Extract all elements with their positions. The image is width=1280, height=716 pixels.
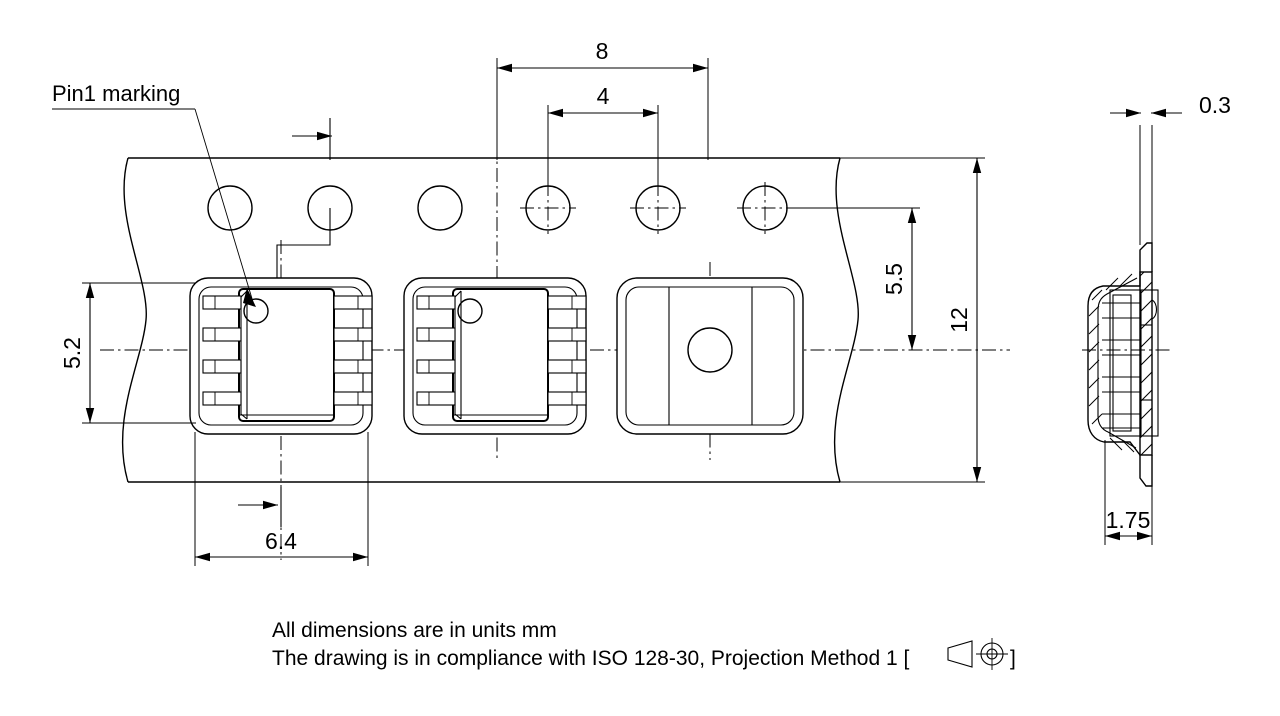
pocket-inner-wall (1097, 277, 1138, 449)
dimension-depth-1p75: 1.75 (1104, 440, 1153, 545)
tape-left-break-line (121, 157, 147, 483)
drawing-notes: All dimensions are in units mm The drawi… (272, 619, 1016, 670)
component-pocket-2 (403, 277, 587, 435)
dim-label-5p2: 5.2 (59, 337, 85, 369)
dim-label-0p3: 0.3 (1199, 92, 1231, 118)
dim-label-8: 8 (596, 38, 609, 64)
dimension-pitch-8: 8 (496, 38, 709, 160)
ic-leads-right-1 (333, 295, 373, 406)
pocket-wall-hatching (1088, 273, 1135, 453)
component-lead-rows (1102, 302, 1140, 429)
tape-section-view (1082, 242, 1170, 487)
ic-body-1 (238, 288, 335, 422)
feed-direction-markers (238, 118, 332, 527)
lead (547, 295, 587, 310)
note-iso-suffix: ] (1010, 647, 1016, 670)
pin1-orientation-leader (276, 208, 331, 300)
ic-body-bevel-1 (240, 290, 248, 420)
component-section (1102, 289, 1159, 437)
ic-leads-left-1 (202, 295, 242, 406)
sprocket-hole (417, 185, 463, 231)
pin1-dimple-2 (457, 298, 483, 324)
pin1-leader-line (194, 108, 254, 303)
note-units: All dimensions are in units mm (272, 619, 557, 642)
sprocket-hole-centermarks (520, 182, 830, 234)
component-notch (1151, 299, 1158, 320)
pin1-marking-label: Pin1 marking (52, 81, 180, 106)
lead (416, 295, 456, 310)
carrier-tape-top-view (100, 70, 1010, 560)
ic-leads-right-2 (547, 295, 587, 406)
projection-method-symbol (947, 638, 1008, 670)
ic-leads-left-2 (416, 295, 456, 406)
pocket-inner-outline (198, 286, 364, 426)
tape-right-break-line (833, 157, 859, 483)
dimension-pitch-4: 4 (547, 83, 659, 192)
upper-flange-profile (1139, 242, 1153, 272)
dimension-tape-width-12: 12 (946, 158, 982, 482)
pin1-dimple-1 (243, 298, 269, 324)
pocket-outer-wall (1087, 272, 1141, 456)
dimension-pocket-width-6p4: 6.4 (194, 432, 369, 566)
dim-label-5p5: 5.5 (881, 263, 907, 295)
note-iso-prefix: The drawing is in compliance with ISO 12… (272, 647, 909, 670)
lead (333, 327, 373, 342)
cover-tape-wall (1139, 271, 1153, 456)
pin1-marking-callout: Pin1 marking (52, 81, 256, 307)
pocket-inner-outline (412, 286, 578, 426)
lead (547, 327, 587, 342)
lead (333, 359, 373, 374)
component-pocket-3-empty (616, 277, 804, 435)
lead (202, 327, 242, 342)
component-pocket-1 (189, 277, 373, 435)
dim-label-1p75: 1.75 (1106, 507, 1151, 533)
cover-tape-profile (1139, 271, 1153, 456)
pocket-inner-outline (625, 286, 795, 426)
lead (333, 391, 373, 406)
lead (416, 359, 456, 374)
sprocket-hole (207, 185, 253, 231)
ic-body-bevel-2 (454, 290, 462, 420)
lead (547, 391, 587, 406)
pocket-bottom-vent-hole (687, 327, 733, 373)
dim-label-6p4: 6.4 (265, 528, 297, 554)
dim-label-4: 4 (597, 83, 610, 109)
component-body-section (1109, 289, 1159, 437)
dimension-thickness-0p3: 0.3 (1110, 92, 1231, 245)
lead (202, 295, 242, 310)
projection-cone-side (947, 640, 973, 668)
pocket-outer-outline (616, 277, 804, 435)
dimension-pocket-height-5p2: 5.2 (59, 282, 196, 424)
lead (202, 391, 242, 406)
ic-body-2 (452, 288, 549, 422)
lead (333, 295, 373, 310)
pocket-cavity-section (1087, 272, 1141, 456)
pin1-leader-arrowhead (243, 288, 256, 307)
lower-flange-profile (1139, 455, 1153, 487)
lead (416, 327, 456, 342)
dim-label-12: 12 (946, 307, 972, 333)
component-lead-column (1112, 294, 1132, 432)
lead (547, 359, 587, 374)
lead (202, 359, 242, 374)
lead (416, 391, 456, 406)
dimension-sprocket-offset-5p5: 5.5 (790, 207, 920, 350)
